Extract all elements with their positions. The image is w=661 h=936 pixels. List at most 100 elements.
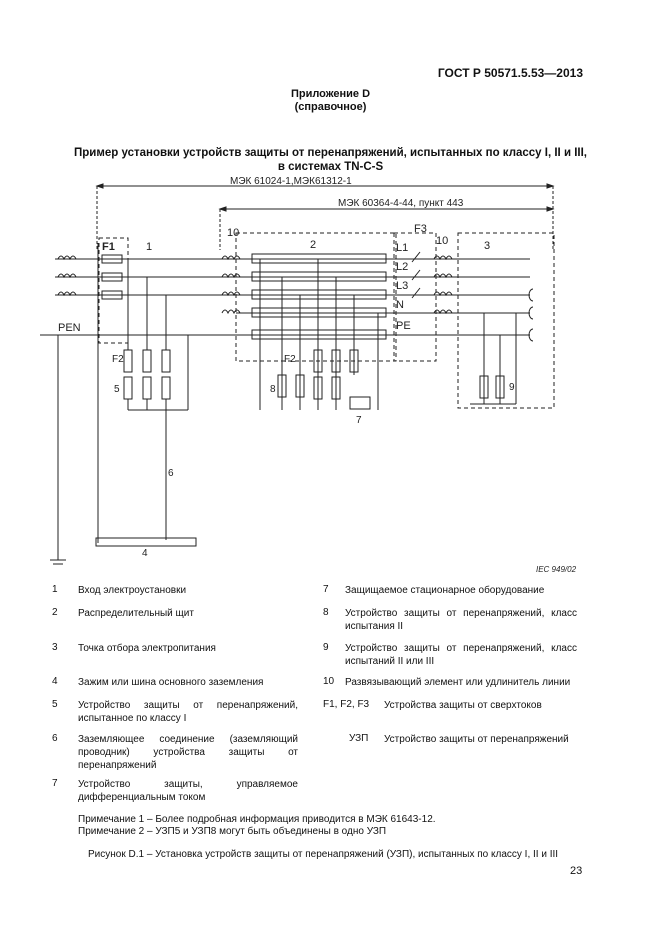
fuse-f1-3 [101,290,123,300]
label-6: 6 [168,468,174,479]
label-pe: PE [396,320,411,332]
arrow-right-mid [546,206,555,212]
spd-8-3 [313,376,323,400]
legend-left-text-5: Устройство защиты от перенапряжений, исп… [78,700,298,724]
legend-left-num-6: 6 [52,733,58,744]
label-pen: PEN [58,322,81,334]
coil-10a-4 [221,309,241,315]
figure-caption: Рисунок D.1 – Установка устройств защиты… [88,849,559,860]
label-f1: F1 [102,241,115,253]
spd-8-1 [277,374,287,398]
figure-title-line2: в системах TN-C-S [277,161,384,173]
coil-10b-1 [433,255,453,261]
switch-f3-2 [411,269,421,281]
legend-left-text-1: Вход электроустановки [78,585,187,596]
legend-left-text-3: Точка отбора электропитания [78,643,216,654]
coil-10b-2 [433,273,453,279]
legend-right-text-3: Устройство защиты от перенапряжений, кла… [345,643,577,667]
switch-f3-3 [411,287,421,299]
label-f2b: F2 [284,354,296,365]
coil-10b-4 [433,309,453,315]
label-8: 8 [270,384,276,395]
bus-l1 [251,253,387,264]
bus-l3 [251,289,387,300]
arrow-left-mid [218,206,227,212]
equipment-7 [349,396,371,410]
coil-in-3 [57,291,77,297]
label-f3: F3 [414,223,427,235]
label-n: N [396,299,404,311]
fuse-f1-2 [101,272,123,282]
legend-right-text-6: Устройство защиты от перенапряжений [384,734,569,745]
fuse-f1-1 [101,254,123,264]
legend-right-num-3: 9 [323,642,329,653]
coil-10b-3 [433,291,453,297]
wiring-diagram: МЭК 61024-1,МЭК61312-1 МЭК 60364-4-44, п… [40,176,577,574]
box-f3 [393,232,437,362]
spd-5-2 [142,376,152,400]
coil-10a-3 [221,291,241,297]
legend-right-num-5: F1, F2, F3 [323,699,370,710]
arrow-left-top [95,183,104,189]
appendix-subtitle: (справочное) [294,101,367,113]
legend-right-num-2: 8 [323,607,329,618]
spd-9-1 [479,375,489,399]
outlet-3 [528,328,534,342]
legend-left-text-2: Распределительный щит [78,608,194,619]
coil-10a-1 [221,255,241,261]
legend-left-num-1: 1 [52,584,58,595]
page-number: 23 [570,865,583,877]
label-2: 2 [310,239,316,251]
legend-left-text-4: Зажим или шина основного заземления [78,677,264,688]
legend-left-num-3: 3 [52,642,58,653]
outlet-2 [528,306,534,320]
label-7: 7 [356,415,362,426]
legend-left-num-4: 4 [52,676,58,687]
appendix-title: Приложение D [290,88,371,100]
label-9: 9 [509,382,515,393]
label-l3: L3 [396,280,408,292]
legend-right-num-4: 10 [323,676,335,687]
spd-8-2 [295,374,305,398]
legend-right-num-6: УЗП [349,733,369,744]
note-2: Примечание 2 – УЗП5 и УЗП8 могут быть об… [78,826,387,837]
spd-8-4 [331,376,341,400]
label-1: 1 [146,241,152,253]
legend-left-num-5: 5 [52,699,58,710]
legend-right-text-4: Развязывающий элемент или удлинитель лин… [345,677,571,688]
iec-reference: IEC 949/02 [536,565,577,574]
bus-pe [251,329,387,340]
note-1: Примечание 1 – Более подробная информаци… [78,814,436,825]
figure-title-line1: Пример установки устройств защиты от пер… [73,147,587,159]
label-3: 3 [484,240,490,252]
legend-right-text-2: Устройство защиты от перенапряжений, кла… [345,608,577,632]
label-f2a: F2 [112,354,124,365]
label-10b: 10 [436,235,448,247]
label-5: 5 [114,384,120,395]
switch-f3-1 [411,251,421,263]
coil-10a-2 [221,273,241,279]
legend-right-text-5: Устройства защиты от сверхтоков [384,700,542,711]
spd-5-3 [161,376,171,400]
label-10a: 10 [227,227,239,239]
label-l2: L2 [396,261,408,273]
legend-right-num-1: 7 [323,584,329,595]
legend-left-num-7: 7 [52,778,58,789]
std-mid-label: МЭК 60364-4-44, пункт 443 [338,198,464,209]
box-f1 [98,237,129,344]
arrow-right-top [546,183,555,189]
legend-left-text-6: Заземляющее соединение (заземляющий пров… [78,734,298,771]
box-point [457,232,555,409]
outlet-1 [528,288,534,302]
legend-right-text-1: Защищаемое стационарное оборудование [345,585,545,596]
spd-9-2 [495,375,505,399]
bus-l2 [251,271,387,282]
legend-left-num-2: 2 [52,607,58,618]
label-4: 4 [142,548,148,559]
spd-5-1 [123,376,133,400]
coil-in-2 [57,273,77,279]
coil-in-1 [57,255,77,261]
bus-n [251,307,387,318]
std-top-label: МЭК 61024-1,МЭК61312-1 [230,176,352,187]
label-l1: L1 [396,242,408,254]
